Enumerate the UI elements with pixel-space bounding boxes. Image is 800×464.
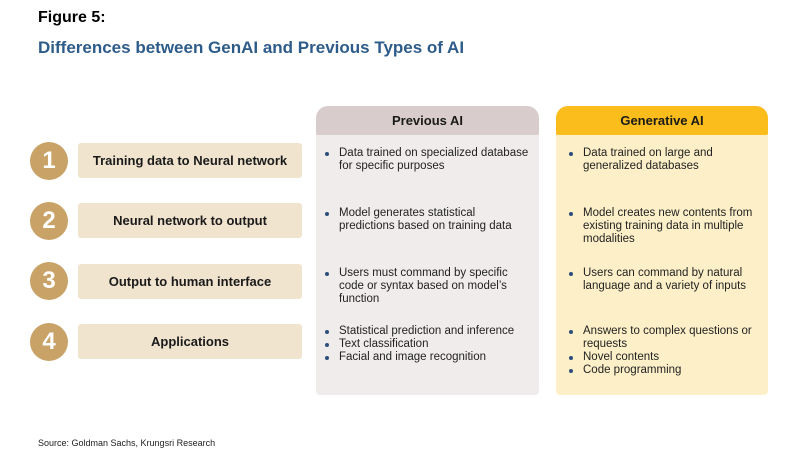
list-item: Statistical prediction and inference (323, 325, 533, 338)
stage-label-4: Applications (78, 324, 302, 359)
list-item: Facial and image recognition (323, 351, 533, 364)
list-item: Users must command by specific code or s… (323, 267, 533, 306)
step-number-1: 1 (30, 142, 68, 180)
previous-ai-column (316, 120, 539, 395)
generative-ai-column (556, 120, 768, 395)
generative-ai-header: Generative AI (556, 106, 768, 135)
previous-ai-points-2: Model generates statistical predictions … (323, 207, 533, 233)
list-item: Novel contents (567, 351, 763, 364)
previous-ai-points-1: Data trained on specialized database for… (323, 147, 533, 173)
previous-ai-points-3: Users must command by specific code or s… (323, 267, 533, 306)
generative-ai-points-3: Users can command by natural language an… (567, 267, 763, 293)
list-item: Users can command by natural language an… (567, 267, 763, 293)
figure-title: Differences between GenAI and Previous T… (38, 38, 465, 57)
list-item: Data trained on large and generalized da… (567, 147, 763, 173)
list-item: Data trained on specialized database for… (323, 147, 533, 173)
stage-label-2: Neural network to output (78, 203, 302, 238)
figure-label: Figure 5: (38, 9, 106, 26)
stage-label-3: Output to human interface (78, 264, 302, 299)
step-number-4: 4 (30, 323, 68, 361)
list-item: Model creates new contents from existing… (567, 207, 763, 246)
list-item: Code programming (567, 364, 763, 377)
previous-ai-points-4: Statistical prediction and inference Tex… (323, 325, 533, 364)
list-item: Text classification (323, 338, 533, 351)
step-number-3: 3 (30, 262, 68, 300)
source-note: Source: Goldman Sachs, Krungsri Research (38, 438, 216, 448)
list-item: Answers to complex questions or requests (567, 325, 763, 351)
list-item: Model generates statistical predictions … (323, 207, 533, 233)
generative-ai-points-4: Answers to complex questions or requests… (567, 325, 763, 377)
step-number-2: 2 (30, 202, 68, 240)
generative-ai-points-2: Model creates new contents from existing… (567, 207, 763, 246)
generative-ai-points-1: Data trained on large and generalized da… (567, 147, 763, 173)
stage-label-1: Training data to Neural network (78, 143, 302, 178)
previous-ai-header: Previous AI (316, 106, 539, 135)
